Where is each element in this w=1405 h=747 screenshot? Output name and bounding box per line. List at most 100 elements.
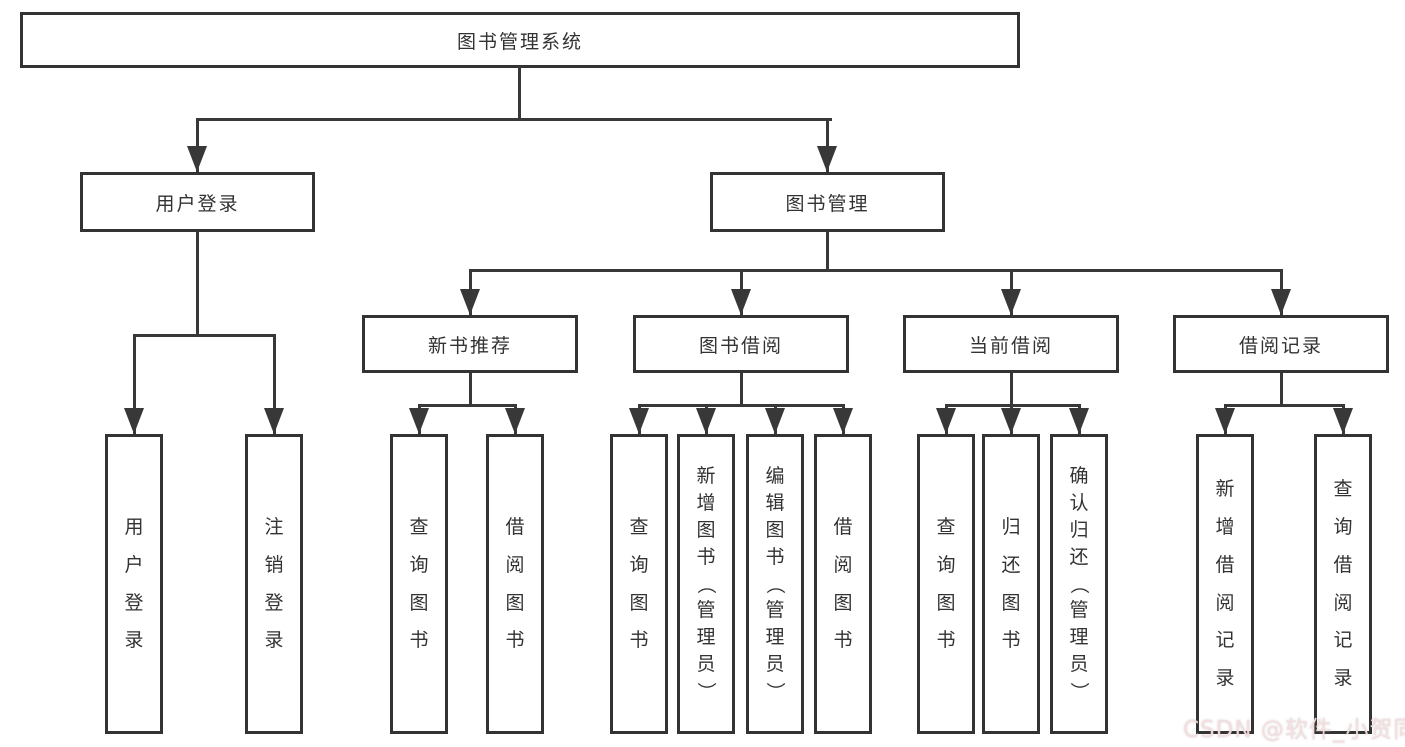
node-label: 当前借阅: [968, 334, 1053, 357]
node-new-book-recommendation: 新书推荐: [362, 315, 578, 373]
vertical-char: 书: [1001, 629, 1021, 652]
vertical-char: 借: [1333, 553, 1353, 576]
vertical-char: 询: [1333, 515, 1353, 538]
vertical-char: 阅: [1215, 591, 1235, 614]
node-label: 查询图书: [393, 437, 445, 731]
vertical-char: 查: [629, 515, 649, 538]
vertical-char: 书: [409, 629, 429, 652]
vertical-char: 书: [505, 629, 525, 652]
vertical-char: （: [1068, 574, 1091, 594]
vertical-char: 辑: [765, 491, 785, 514]
node-borrowing-records: 借阅记录: [1173, 315, 1389, 373]
vertical-char: 录: [1215, 667, 1235, 690]
node-label: 新增借阅记录: [1199, 437, 1251, 731]
vertical-char: 借: [833, 515, 853, 538]
arrow-down-icon: [124, 408, 144, 434]
vertical-char: 查: [936, 515, 956, 538]
connector-line: [469, 269, 1283, 272]
vertical-char: 归: [1069, 518, 1089, 541]
connector-line: [826, 232, 829, 272]
vertical-char: 书: [833, 629, 853, 652]
leaf-borrow-books-recommend: 借阅图书: [486, 434, 544, 734]
vertical-char: ）: [764, 682, 787, 702]
connector-line: [196, 118, 199, 172]
arrow-down-icon: [696, 408, 716, 434]
node-label: 图书借阅: [698, 334, 783, 357]
arrow-down-icon: [460, 289, 480, 315]
vertical-char: 查: [1333, 477, 1353, 500]
vertical-char: 书: [765, 545, 785, 568]
node-label: 借阅图书: [489, 437, 541, 731]
vertical-char: 阅: [833, 553, 853, 576]
vertical-char: 借: [1215, 553, 1235, 576]
node-book-borrowing: 图书借阅: [633, 315, 849, 373]
vertical-char: 图: [505, 591, 525, 614]
vertical-char: 记: [1215, 629, 1235, 652]
arrow-down-icon: [817, 146, 837, 172]
connector-line: [196, 118, 832, 121]
vertical-char: 录: [1333, 667, 1353, 690]
connector-line: [945, 404, 1081, 407]
vertical-char: 询: [409, 553, 429, 576]
vertical-char: 借: [505, 515, 525, 538]
vertical-char: 图: [409, 591, 429, 614]
vertical-char: 图: [696, 518, 716, 541]
leaf-edit-book-admin: 编辑图书（管理员）: [746, 434, 804, 734]
node-current-borrowing: 当前借阅: [903, 315, 1119, 373]
vertical-char: 理: [765, 626, 785, 649]
vertical-char: 增: [1215, 515, 1235, 538]
node-library-management-system: 图书管理系统: [20, 12, 1020, 68]
connector-line: [1280, 373, 1283, 407]
node-label: 注销登录: [248, 437, 300, 731]
connector-line: [638, 404, 845, 407]
connector-line: [133, 334, 136, 434]
arrow-down-icon: [731, 289, 751, 315]
leaf-add-book-admin: 新增图书（管理员）: [677, 434, 735, 734]
arrow-down-icon: [505, 408, 525, 434]
vertical-char: ）: [1068, 682, 1091, 702]
leaf-query-books-recommend: 查询图书: [390, 434, 448, 734]
node-label: 查询借阅记录: [1317, 437, 1369, 731]
connector-line: [418, 404, 517, 407]
vertical-char: 询: [936, 553, 956, 576]
arrow-down-icon: [833, 408, 853, 434]
vertical-char: 书: [936, 629, 956, 652]
vertical-char: 登: [124, 591, 144, 614]
vertical-char: 用: [124, 515, 144, 538]
leaf-add-borrow-record: 新增借阅记录: [1196, 434, 1254, 734]
vertical-char: 管: [1069, 599, 1089, 622]
vertical-char: 员: [765, 653, 785, 676]
leaf-borrow-books-borrowing: 借阅图书: [814, 434, 872, 734]
vertical-char: 销: [264, 553, 284, 576]
vertical-char: 员: [1069, 653, 1089, 676]
vertical-char: 新: [1215, 477, 1235, 500]
node-book-management: 图书管理: [710, 172, 945, 232]
connector-line: [518, 66, 521, 120]
node-label: 借阅图书: [817, 437, 869, 731]
node-label: 查询图书: [920, 437, 972, 731]
connector-line: [740, 373, 743, 407]
vertical-char: 增: [696, 491, 716, 514]
arrow-down-icon: [187, 146, 207, 172]
node-label: 用户登录: [108, 437, 160, 731]
arrow-down-icon: [1069, 408, 1089, 434]
node-label: 确认归还（管理员）: [1053, 437, 1105, 731]
connector-line: [273, 334, 276, 434]
vertical-char: （: [695, 574, 718, 594]
vertical-char: 录: [264, 629, 284, 652]
vertical-char: 确: [1069, 464, 1089, 487]
vertical-char: 员: [696, 653, 716, 676]
node-label: 用户登录: [155, 192, 240, 215]
arrow-down-icon: [936, 408, 956, 434]
vertical-char: 书: [629, 629, 649, 652]
vertical-char: 阅: [505, 553, 525, 576]
arrow-down-icon: [409, 408, 429, 434]
connector-line: [826, 118, 829, 172]
vertical-char: 图: [936, 591, 956, 614]
node-label: 编辑图书（管理员）: [749, 437, 801, 731]
vertical-char: 户: [124, 553, 144, 576]
vertical-char: 查: [409, 515, 429, 538]
arrow-down-icon: [1001, 408, 1021, 434]
vertical-char: 图: [833, 591, 853, 614]
